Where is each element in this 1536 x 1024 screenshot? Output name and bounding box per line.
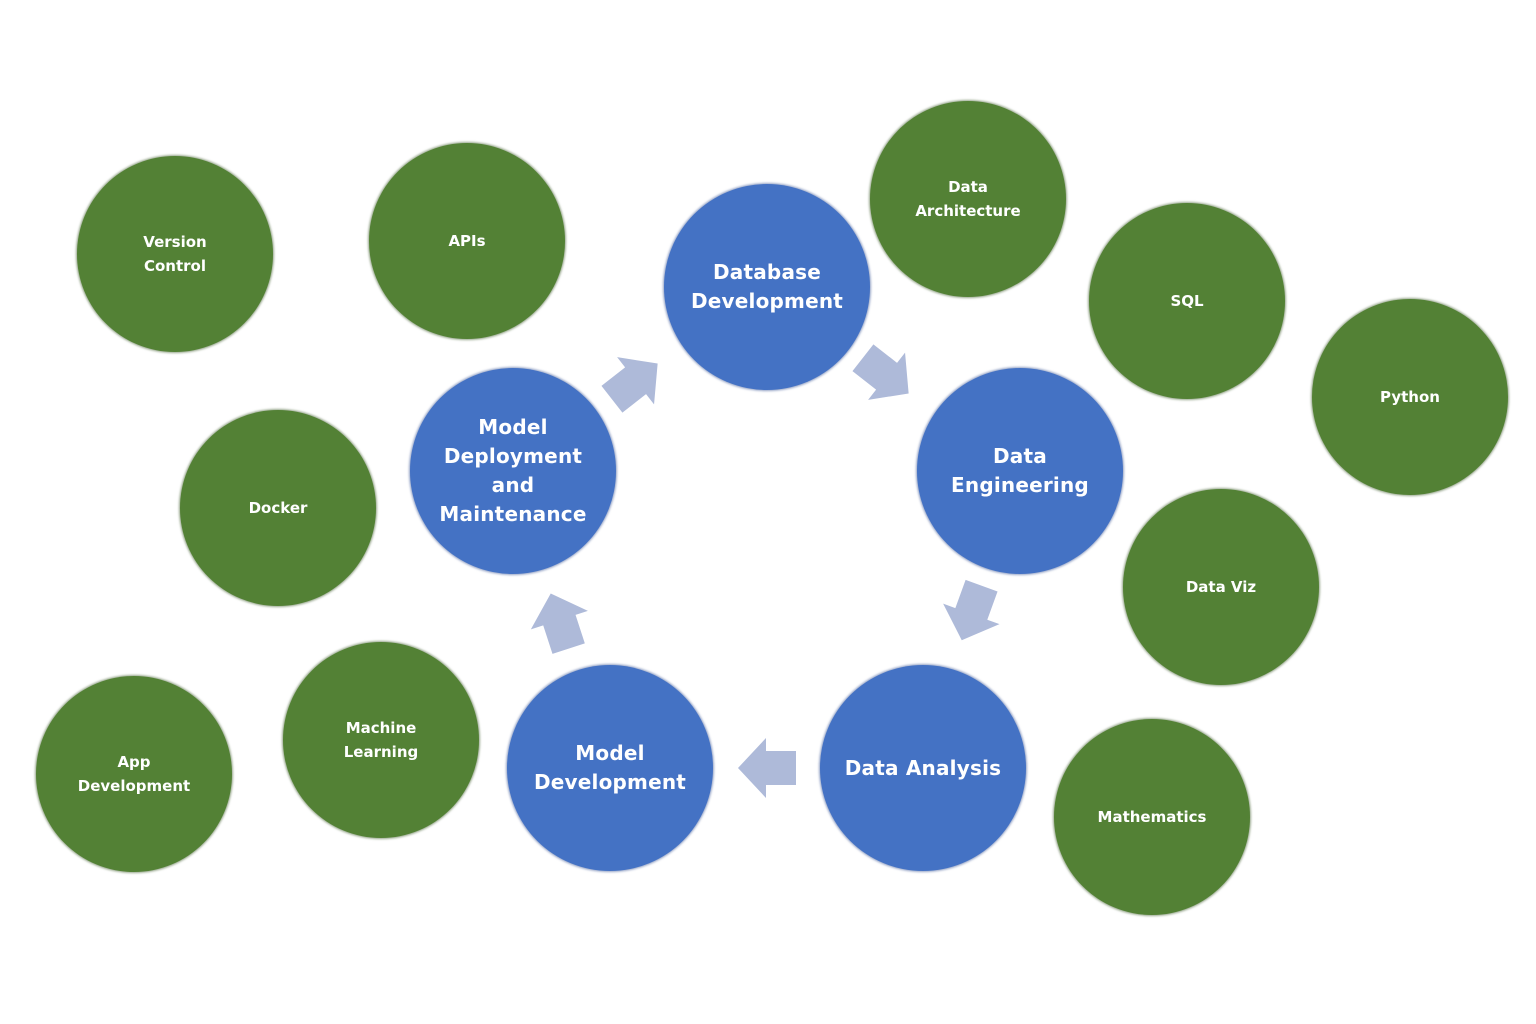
- skill-mathematics: Mathematics: [1054, 719, 1250, 915]
- skill-data-architecture: Data Architecture: [870, 101, 1066, 297]
- process-label: Database Development: [690, 260, 844, 313]
- process-label: Data Engineering: [951, 444, 1089, 497]
- skill-apis: APIs: [369, 143, 565, 339]
- skill-label: Python: [1380, 388, 1440, 406]
- process-label: Model Deployment and Maintenance: [439, 415, 587, 526]
- process-data-engineering: Data Engineering: [917, 368, 1123, 574]
- skill-label: Data Architecture: [915, 178, 1021, 220]
- skill-label: Version Control: [143, 233, 207, 275]
- skill-docker: Docker: [180, 410, 376, 606]
- arrow-database-development-to-data-engineering: [852, 344, 909, 400]
- skill-label: Mathematics: [1097, 808, 1207, 826]
- process-label: Model Development: [533, 741, 687, 794]
- arrow-model-deployment-and-maintenance-to-database-development: [601, 357, 658, 413]
- skill-sql: SQL: [1089, 203, 1285, 399]
- process-model-deployment-and-maintenance: Model Deployment and Maintenance: [410, 368, 616, 574]
- arrow-data-engineering-to-data-analysis: [943, 579, 1000, 641]
- skill-machine-learning: Machine Learning: [283, 642, 479, 838]
- skill-label: App Development: [77, 753, 191, 795]
- arrow-data-analysis-to-model-development: [738, 738, 796, 798]
- skill-python: Python: [1312, 299, 1508, 495]
- skill-label: SQL: [1170, 292, 1204, 310]
- skill-label: Machine Learning: [343, 719, 419, 761]
- skill-label: Docker: [248, 499, 308, 517]
- arrow-model-development-to-model-deployment-and-maintenance: [530, 593, 588, 654]
- skill-data-viz: Data Viz: [1123, 489, 1319, 685]
- process-model-development: Model Development: [507, 665, 713, 871]
- process-database-development: Database Development: [664, 184, 870, 390]
- skill-label: Data Viz: [1185, 578, 1257, 596]
- skill-label: APIs: [448, 232, 486, 250]
- skill-app-development: App Development: [36, 676, 232, 872]
- process-label: Data Analysis: [844, 755, 1002, 780]
- skill-version-control: Version Control: [77, 156, 273, 352]
- process-data-analysis: Data Analysis: [820, 665, 1026, 871]
